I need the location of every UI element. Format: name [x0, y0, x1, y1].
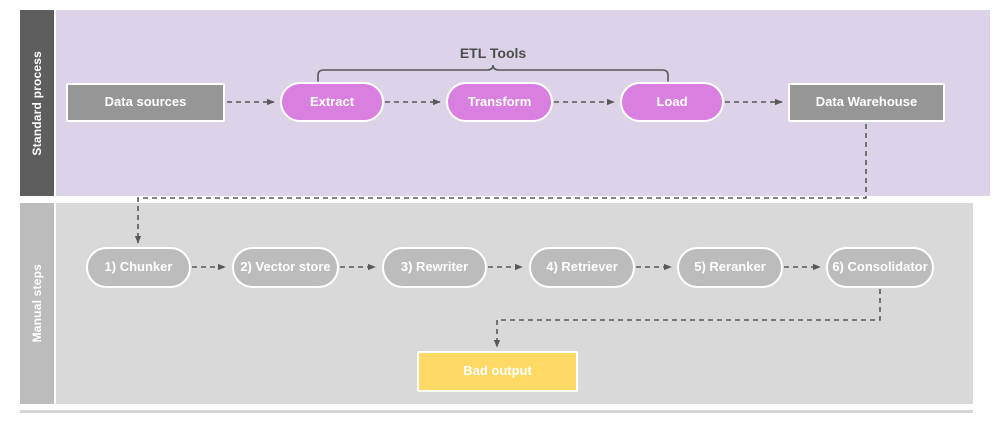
node-transform-label: Transform: [467, 93, 532, 109]
node-reranker-label: 5) Reranker: [694, 259, 766, 275]
bottom-divider: [20, 410, 973, 413]
node-bad-output[interactable]: Bad output: [417, 351, 578, 392]
node-retriever[interactable]: 4) Retriever: [529, 247, 635, 288]
node-data-sources[interactable]: Data sources: [66, 83, 225, 122]
node-consolidator-label: 6) Consolidator: [832, 259, 928, 275]
node-load[interactable]: Load: [620, 82, 724, 122]
node-bad-output-label: Bad output: [463, 363, 532, 379]
node-retriever-label: 4) Retriever: [546, 259, 618, 275]
node-vector-store[interactable]: 2) Vector store: [232, 247, 339, 288]
node-data-warehouse-label: Data Warehouse: [815, 94, 918, 110]
lane-label-manual-steps-text: Manual steps: [30, 264, 44, 343]
lane-label-standard-process: Standard process: [20, 10, 54, 196]
node-extract[interactable]: Extract: [280, 82, 384, 122]
node-rewriter[interactable]: 3) Rewriter: [382, 247, 487, 288]
lane-label-manual-steps: Manual steps: [20, 203, 54, 404]
node-vector-store-label: 2) Vector store: [240, 259, 331, 275]
node-consolidator[interactable]: 6) Consolidator: [826, 247, 934, 288]
node-transform[interactable]: Transform: [446, 82, 553, 122]
node-load-label: Load: [656, 93, 688, 109]
lane-label-standard-process-text: Standard process: [30, 50, 44, 156]
node-chunker-label: 1) Chunker: [104, 259, 173, 275]
node-extract-label: Extract: [309, 93, 355, 109]
node-data-warehouse[interactable]: Data Warehouse: [788, 83, 945, 122]
node-chunker[interactable]: 1) Chunker: [86, 247, 191, 288]
node-reranker[interactable]: 5) Reranker: [677, 247, 783, 288]
node-rewriter-label: 3) Rewriter: [400, 259, 469, 275]
etl-tools-label: ETL Tools: [459, 45, 527, 61]
node-data-sources-label: Data sources: [104, 94, 187, 110]
